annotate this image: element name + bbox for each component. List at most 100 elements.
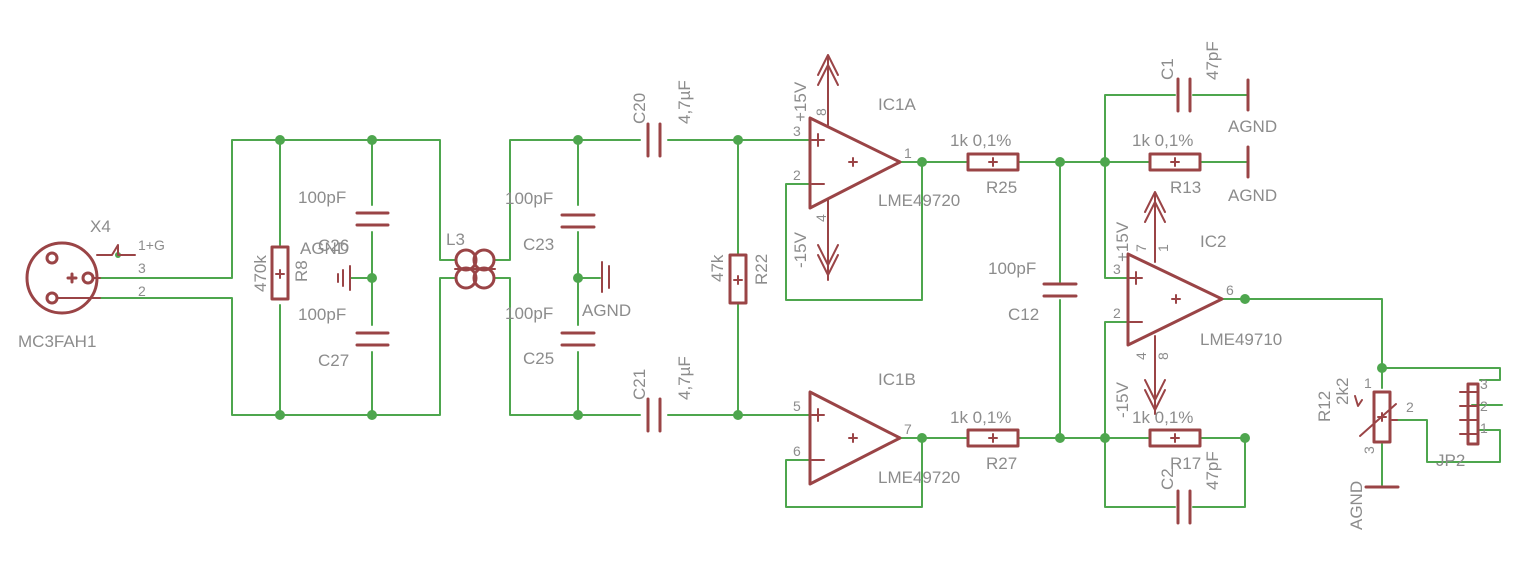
- ic1a-pin8: 8: [813, 108, 829, 116]
- capacitor-c26: 100pF C26 AGND: [298, 188, 390, 291]
- x4-pin2-label: 2: [138, 283, 146, 299]
- capacitor-c25: 100pF C25: [505, 304, 596, 368]
- c27-ref: C27: [318, 351, 349, 370]
- ic2-ref: IC2: [1200, 232, 1226, 251]
- ic1a-pin4: 4: [813, 214, 829, 222]
- resistor-r25: 1k 0,1% R25: [950, 131, 1020, 197]
- c12-ref: C12: [1008, 305, 1039, 324]
- r12-ref: R12: [1315, 391, 1334, 422]
- opamp-ic1a: 3 2 1 8 4 +15V -15V IC1A LME49720: [791, 54, 960, 281]
- opamp-ic1b: 5 6 7 IC1B LME49720: [793, 370, 960, 487]
- r25-value: 1k 0,1%: [950, 131, 1011, 150]
- r12-pin1: 1: [1364, 375, 1372, 391]
- resistor-r8: 470k R8: [251, 245, 311, 301]
- r13-value: 1k 0,1%: [1132, 131, 1193, 150]
- capacitor-c12: 100pF C12: [988, 259, 1078, 324]
- r12-pin2: 2: [1406, 399, 1414, 415]
- r12-value: 2k2: [1333, 378, 1352, 405]
- capacitor-c23: 100pF C23: [505, 189, 596, 254]
- capacitor-c21: C21 4,7µF: [630, 356, 694, 433]
- ic2-pin2: 2: [1113, 305, 1121, 321]
- c1-value: 47pF: [1203, 41, 1222, 80]
- r25-ref: R25: [986, 178, 1017, 197]
- jumper-jp2: 3 2 1 JP2: [1436, 376, 1488, 470]
- connector-x4: X4 1+G 3 2 MC3FAH1: [18, 217, 165, 351]
- r27-value: 1k 0,1%: [950, 408, 1011, 427]
- ic2-vpos: +15V: [1113, 221, 1132, 262]
- ic2-pin1: 1: [1155, 244, 1171, 252]
- c23-value: 100pF: [505, 189, 553, 208]
- resistor-r27: 1k 0,1% R27: [950, 408, 1020, 473]
- ic1a-pin2: 2: [793, 167, 801, 183]
- r27-ref: R27: [986, 454, 1017, 473]
- r12-gnd: AGND: [1347, 481, 1366, 530]
- ic1b-pin5: 5: [793, 398, 801, 414]
- r17-value: 1k 0,1%: [1132, 408, 1193, 427]
- r13-ref: R13: [1170, 178, 1201, 197]
- x4-model: MC3FAH1: [18, 332, 96, 351]
- c20-value: 4,7µF: [675, 80, 694, 124]
- r22-ref: R22: [752, 254, 771, 285]
- ic1a-pin1: 1: [904, 145, 912, 161]
- agnd-symbol-mid: AGND: [582, 261, 631, 320]
- jp2-pin2: 2: [1480, 398, 1488, 414]
- c25-ref: C25: [523, 349, 554, 368]
- jp2-pin1: 1: [1480, 420, 1488, 436]
- capacitor-c2: C2 47pF: [1158, 451, 1222, 525]
- c2-ref: C2: [1158, 468, 1177, 490]
- x4-pin3-label: 3: [138, 260, 146, 276]
- ic1b-ref: IC1B: [878, 370, 916, 389]
- c2-value: 47pF: [1203, 451, 1222, 490]
- c23-ref: C23: [523, 235, 554, 254]
- ic1b-pin7: 7: [904, 421, 912, 437]
- capacitor-c27: 100pF C27: [298, 305, 390, 370]
- r8-ref: R8: [292, 260, 311, 282]
- r17-ref: R17: [1170, 454, 1201, 473]
- c25-value: 100pF: [505, 304, 553, 323]
- resistor-r13: 1k 0,1% R13 AGND: [1132, 131, 1277, 205]
- r12-pin3: 3: [1361, 446, 1377, 454]
- jp2-ref: JP2: [1436, 451, 1465, 470]
- transformer-l3: L3: [446, 230, 496, 290]
- potentiometer-r12: R12 2k2 1 2 3 AGND: [1315, 375, 1414, 530]
- c26-gnd: AGND: [300, 239, 349, 258]
- x4-pin1-label: 1+G: [138, 237, 165, 253]
- ic1a-model: LME49720: [878, 191, 960, 210]
- c1-ref: C1: [1158, 58, 1177, 80]
- ic2-model: LME49710: [1200, 330, 1282, 349]
- resistor-r22: 47k R22: [708, 253, 771, 305]
- jp2-pin3: 3: [1480, 376, 1488, 392]
- c1-gnd: AGND: [1228, 117, 1277, 136]
- c20-ref: C20: [630, 93, 649, 124]
- r8-value: 470k: [251, 255, 270, 292]
- ic2-pin7: 7: [1133, 244, 1149, 252]
- ic1a-vpos: +15V: [791, 81, 810, 122]
- ic2-pin6: 6: [1226, 282, 1234, 298]
- ic2-vneg: -15V: [1113, 381, 1132, 418]
- x4-ref: X4: [90, 217, 111, 236]
- resistor-r17: 1k 0,1% R17: [1132, 408, 1202, 473]
- ic1a-vneg: -15V: [791, 231, 810, 268]
- ic2-pin3: 3: [1113, 261, 1121, 277]
- ic1a-ref: IC1A: [878, 95, 916, 114]
- r13-gnd: AGND: [1228, 186, 1277, 205]
- ic2-pin8: 8: [1155, 352, 1171, 360]
- ic1b-model: LME49720: [878, 468, 960, 487]
- ic1b-pin6: 6: [793, 443, 801, 459]
- capacitor-c20: C20 4,7µF: [630, 80, 694, 158]
- c21-ref: C21: [630, 369, 649, 400]
- opamp-ic2: 3 2 6 7 1 4 8 +15V -15V IC2 LME49710: [1113, 191, 1282, 418]
- ic2-pin4: 4: [1133, 352, 1149, 360]
- wires: [99, 94, 1503, 508]
- c27-value: 100pF: [298, 305, 346, 324]
- c26-value: 100pF: [298, 188, 346, 207]
- c26-ref: C26: [318, 236, 349, 255]
- c12-value: 100pF: [988, 259, 1036, 278]
- c21-value: 4,7µF: [675, 356, 694, 400]
- junctions: [115, 135, 1387, 443]
- ic1a-pin3: 3: [793, 123, 801, 139]
- r22-value: 47k: [708, 254, 727, 282]
- agnd-mid-label: AGND: [582, 301, 631, 320]
- capacitor-c1: C1 47pF AGND: [1158, 41, 1277, 136]
